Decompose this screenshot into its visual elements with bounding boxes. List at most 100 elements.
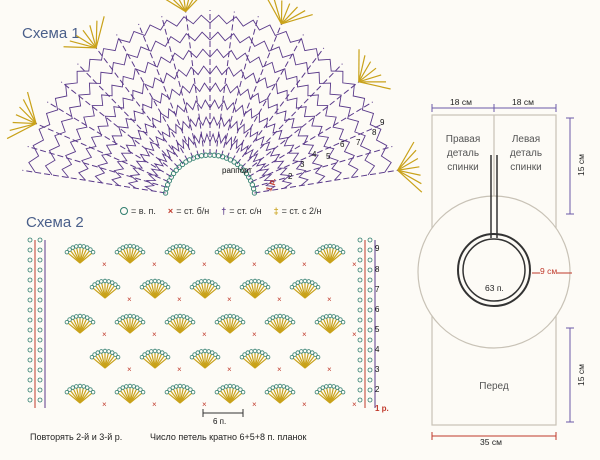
edge-chain-stitch <box>37 237 43 243</box>
base-chain-stitch <box>231 159 237 165</box>
picot-chain <box>242 282 247 287</box>
shell-stitch <box>104 357 117 369</box>
picot-chain <box>167 247 172 252</box>
picot-chain <box>335 315 340 320</box>
shell-stitch <box>281 6 298 25</box>
back-right-line2: деталь <box>446 148 480 159</box>
single-crochet-mark: × <box>152 330 157 339</box>
shell-stitch <box>229 322 242 334</box>
picot-chain <box>310 350 315 355</box>
shell-stitch <box>19 106 37 124</box>
edge-chain-stitch <box>37 277 43 283</box>
picot-chain <box>217 387 222 392</box>
picot-chain <box>185 245 190 250</box>
shell-stitch <box>179 252 192 264</box>
picot-chain <box>85 385 90 390</box>
picot-chain <box>164 389 170 395</box>
shell-stitch <box>6 123 37 140</box>
picot-chain <box>135 245 140 250</box>
single-crochet-mark: × <box>302 260 307 269</box>
fan-row-zigzag <box>111 99 309 186</box>
shell-stitch <box>95 16 105 49</box>
schema2-edge-columns <box>27 237 376 408</box>
picot-chain <box>164 249 170 255</box>
shell-stitch <box>397 169 423 193</box>
picot-chain <box>289 284 295 290</box>
shell-stitch <box>104 287 117 299</box>
fan-ray <box>77 63 179 169</box>
legend-item-tr: ‡ = ст. с 2/н <box>274 206 322 216</box>
picot-chain <box>114 249 120 255</box>
picot-chain <box>89 284 95 290</box>
edge-chain-stitch <box>367 257 373 263</box>
edge-chain-stitch <box>27 287 33 293</box>
picot-chain <box>140 249 146 255</box>
neck-inner-ring <box>462 238 526 302</box>
single-crochet-mark: × <box>177 365 182 374</box>
single-crochet-mark: × <box>252 330 257 339</box>
picot-chain <box>90 319 96 325</box>
picot-chain <box>140 319 146 325</box>
piece-back-left: Левая деталь спинки <box>498 133 554 175</box>
shell-stitch <box>254 357 267 369</box>
single-crochet-mark: × <box>127 365 132 374</box>
picot-chain <box>317 247 322 252</box>
edge-chain-stitch <box>367 317 373 323</box>
picot-chain <box>338 387 343 392</box>
edge-chain-stitch <box>27 367 33 373</box>
schema2-row-label-4: 4 <box>375 345 380 354</box>
shell-stitch <box>397 166 420 171</box>
single-crochet-mark: × <box>352 260 357 269</box>
edge-chain-stitch <box>27 267 33 273</box>
edge-chain-stitch <box>37 377 43 383</box>
picot-chain <box>210 280 215 285</box>
picot-chain <box>288 387 293 392</box>
single-crochet-mark: × <box>152 260 157 269</box>
shell-stitch <box>69 40 97 49</box>
edge-chain-stitch <box>27 347 33 353</box>
picot-chain <box>210 350 215 355</box>
edge-chain-stitch <box>367 277 373 283</box>
schema1-row-label-8: 8 <box>372 128 377 137</box>
single-crochet-mark: × <box>102 400 107 409</box>
fan-row-zigzag <box>144 132 276 192</box>
single-crochet-mark: × <box>227 295 232 304</box>
single-crochet-mark: × <box>102 330 107 339</box>
picot-chain <box>89 354 95 360</box>
picot-chain <box>165 354 171 360</box>
picot-chain <box>138 387 143 392</box>
schema2-row-label-3: 3 <box>375 365 380 374</box>
base-chain-stitch <box>179 161 186 168</box>
schema1-row-label-3: 3 <box>300 160 305 169</box>
picot-chain <box>215 284 221 290</box>
shell-stitch <box>281 10 306 25</box>
fan-ray <box>226 23 282 159</box>
picot-chain <box>285 385 290 390</box>
piece-back-right: Правая деталь спинки <box>434 133 492 175</box>
single-crochet-mark: × <box>352 400 357 409</box>
base-chain-stitch <box>173 167 179 173</box>
shell-stitch <box>185 0 190 12</box>
shell-stitch <box>179 322 192 334</box>
picot-chain <box>263 352 268 357</box>
shell-stitch <box>358 55 366 82</box>
picot-chain <box>264 319 270 325</box>
edge-chain-stitch <box>367 357 373 363</box>
picot-chain <box>239 354 245 360</box>
picot-chain <box>314 389 320 395</box>
schema2-bracket-label: 6 п. <box>213 417 227 426</box>
fan-row-zigzag <box>28 14 392 173</box>
picot-chain <box>238 317 243 322</box>
shell-stitch <box>279 322 292 334</box>
picot-chain <box>88 317 93 322</box>
collar-outer-circle <box>417 195 571 349</box>
picot-chain <box>92 352 97 357</box>
fan-ray <box>161 16 200 157</box>
edge-chain-stitch <box>27 297 33 303</box>
picot-chain <box>167 387 172 392</box>
edge-chain-stitch <box>367 377 373 383</box>
fan-row-zigzag <box>127 115 293 189</box>
picot-chain <box>217 247 222 252</box>
picot-chain <box>340 249 346 255</box>
picot-chain <box>213 352 218 357</box>
